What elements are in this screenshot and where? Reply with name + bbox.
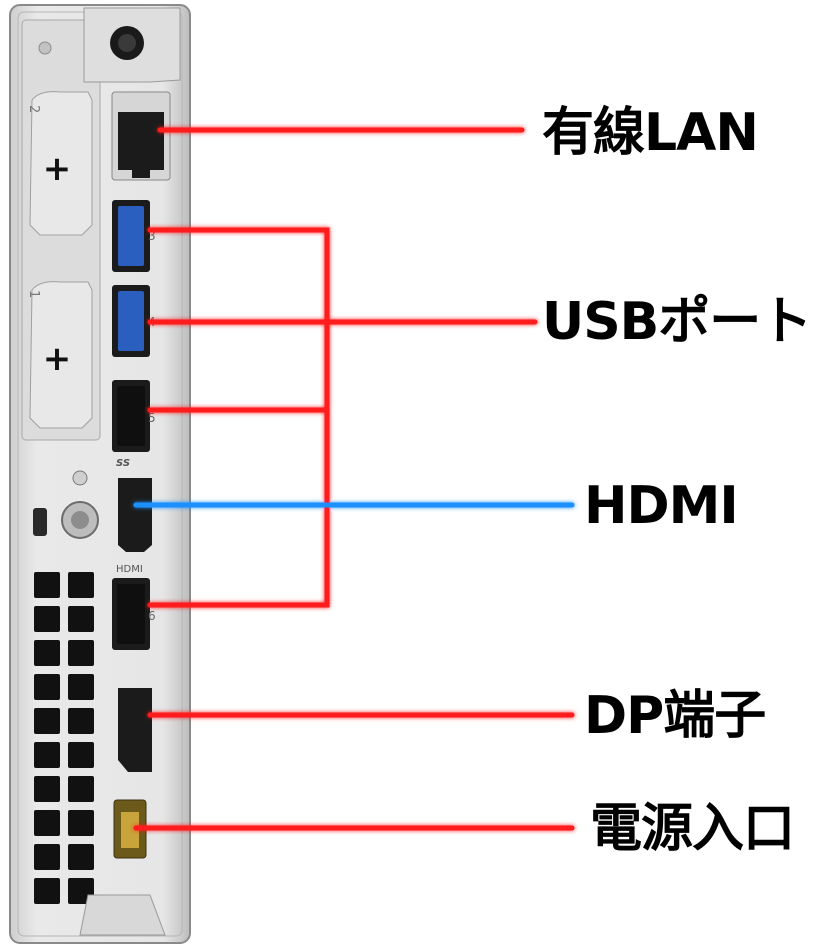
port-number-6: 6: [148, 609, 156, 623]
screw-hole: [38, 41, 52, 55]
vent-slot: [68, 776, 94, 802]
vent-slot: [34, 606, 60, 632]
leader-lines: [133, 127, 575, 831]
vent-slot: [68, 844, 94, 870]
vent-slot: [68, 708, 94, 734]
plus-icon: +: [43, 339, 72, 379]
usb-leader-line: [147, 227, 330, 608]
port-number-5: 5: [148, 411, 156, 425]
vent-slot: [68, 810, 94, 836]
vent-slot: [68, 674, 94, 700]
vent-slot: [34, 844, 60, 870]
kensington-lock-slot: [33, 508, 47, 536]
plus-icon: +: [43, 149, 72, 189]
power-port: [113, 799, 147, 859]
vent-slot: [34, 674, 60, 700]
usb-label: USBポート: [542, 292, 812, 352]
vent-slot: [34, 878, 60, 904]
usb-port-4: [112, 285, 150, 357]
slot-number-1: 1: [26, 290, 41, 298]
usb-port-6: [112, 578, 150, 650]
bottom-tab: [79, 894, 166, 936]
vent-slot: [68, 572, 94, 598]
port-number-3: 3: [148, 229, 156, 243]
hdmi-mark: HDMI: [116, 564, 143, 575]
vent-slot: [34, 810, 60, 836]
vent-slot: [34, 776, 60, 802]
screw-icon: [72, 470, 88, 486]
usb-port-3: [112, 200, 150, 272]
vent-slot: [34, 640, 60, 666]
superspeed-mark: SS: [116, 458, 130, 469]
hdmi-port: [118, 478, 152, 552]
vent-slot: [68, 606, 94, 632]
lan-port: [111, 91, 171, 181]
displayport-port: [118, 688, 152, 772]
vent-slot: [68, 640, 94, 666]
dp-label: DP端子: [584, 686, 766, 746]
expansion-slot-1: +: [29, 281, 93, 429]
expansion-slot-2: +: [29, 91, 93, 236]
vent-slot: [68, 742, 94, 768]
lan-label: 有線LAN: [542, 103, 759, 163]
hdmi-label: HDMI: [584, 476, 739, 536]
slot-number-2: 2: [26, 105, 41, 113]
usb-port-5: [112, 380, 150, 452]
vent-slot: [34, 572, 60, 598]
power-label: 電源入口: [590, 799, 795, 859]
vent-slot: [34, 708, 60, 734]
vent-slot: [34, 742, 60, 768]
